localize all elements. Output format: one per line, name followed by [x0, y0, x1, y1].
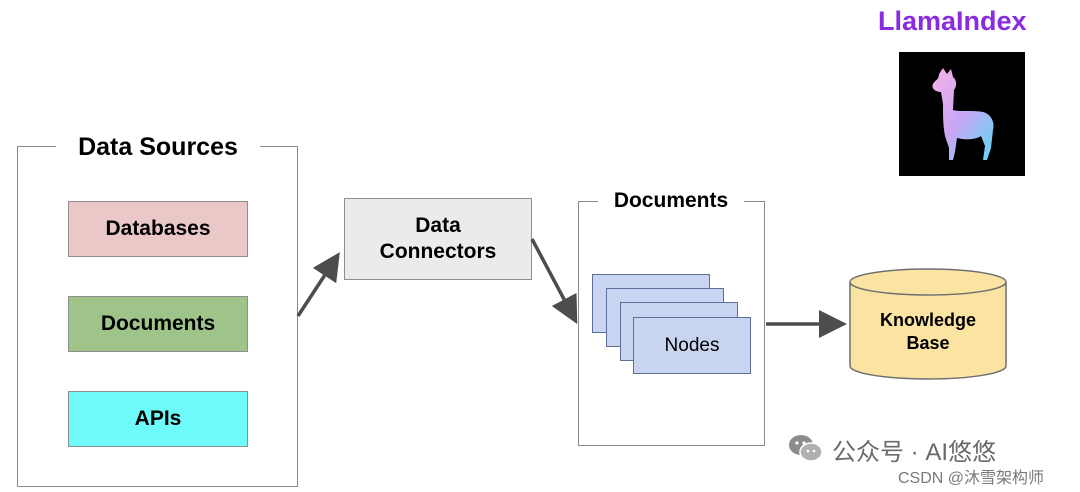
knowledge-base-line2: Base: [906, 333, 950, 354]
databases-box: Databases: [68, 201, 248, 257]
nodes-label: Nodes: [664, 334, 720, 356]
data-sources-title: Data Sources: [56, 133, 260, 162]
apis-label: APIs: [134, 406, 182, 430]
brand-title: LlamaIndex: [878, 6, 1027, 36]
arrow-sources-to-connectors: [296, 252, 340, 317]
wechat-icon: [788, 432, 824, 464]
documents-source-label: Documents: [100, 311, 216, 335]
llama-icon: [932, 68, 994, 160]
knowledge-base-line1: Knowledge: [879, 310, 976, 330]
documents-source-box: Documents: [68, 296, 248, 352]
documents-group-title: Documents: [598, 189, 744, 213]
data-connectors-box: Data Connectors: [344, 198, 532, 280]
watermark-wechat: 公众号 · AI悠悠: [832, 439, 997, 466]
apis-box: APIs: [68, 391, 248, 447]
data-connectors-line2: Connectors: [379, 240, 497, 263]
data-connectors-line1: Data: [415, 213, 461, 237]
arrow-connectors-to-documents: [530, 238, 578, 325]
watermark-csdn: CSDN @沐雪架构师: [898, 470, 1045, 487]
knowledge-base-label: Knowledge Base: [850, 309, 1006, 356]
knowledge-base-cylinder: [849, 268, 1007, 380]
databases-label: Databases: [105, 216, 211, 240]
node-card-front: Nodes: [633, 317, 751, 374]
llama-logo: [899, 52, 1025, 176]
